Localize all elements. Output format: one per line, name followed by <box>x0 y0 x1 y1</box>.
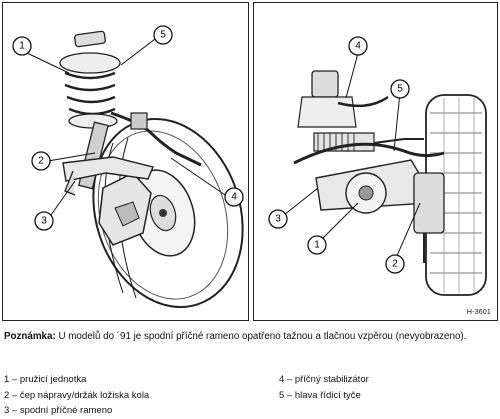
anti-roll-bar <box>110 111 202 167</box>
callout-3: 3 <box>34 211 54 231</box>
hub-carrier <box>98 172 152 246</box>
svg-text:2: 2 <box>38 156 44 167</box>
svg-text:4: 4 <box>355 41 361 52</box>
legend-item: 3 – spodní příčné rameno <box>4 405 113 416</box>
right-illustration-panel: 4 5 3 1 2 H-3601 <box>253 2 498 321</box>
svg-text:3: 3 <box>275 214 281 225</box>
hub-right <box>413 172 445 263</box>
svg-text:4: 4 <box>231 192 237 203</box>
callout-2-right: 2 <box>385 254 405 274</box>
leader-lines-left <box>26 35 229 216</box>
svg-text:5: 5 <box>160 30 166 41</box>
front-suspension-perspective-drawing: 1 5 2 3 4 <box>12 25 244 308</box>
steering-rack-boot <box>313 132 424 152</box>
callout-3-right: 3 <box>268 209 288 229</box>
callout-1: 1 <box>12 36 32 56</box>
callout-1-right: 1 <box>307 235 327 255</box>
svg-text:3: 3 <box>41 216 47 227</box>
callout-2: 2 <box>31 151 51 171</box>
lower-arm-right <box>315 159 430 214</box>
note-text: U modelů do ´91 je spodní příčné rameno … <box>58 331 467 342</box>
svg-text:5: 5 <box>397 84 403 95</box>
svg-text:2: 2 <box>392 259 398 270</box>
legend-right: 4 – příčný stabilizátor 5 – hlava řídicí… <box>279 372 369 403</box>
callout-5-right: 5 <box>390 79 410 99</box>
strut-mount <box>297 70 389 128</box>
figure-code: H-3601 <box>466 309 491 316</box>
left-illustration-panel: 1 5 2 3 4 <box>2 2 249 321</box>
front-suspension-front-view-drawing: 4 5 3 1 2 <box>268 36 487 296</box>
note-paragraph: Poznámka: U modelů do ´91 je spodní příč… <box>4 330 474 344</box>
leader-lines-right <box>283 52 421 259</box>
legend-item: 2 – čep nápravy/držák ložiska kola <box>4 389 150 401</box>
callout-4-right: 4 <box>348 36 368 56</box>
legend-item: 4 – příčný stabilizátor <box>279 374 369 385</box>
tyre-tread <box>425 94 487 296</box>
legend-left: 1 – pružicí jednotka 2 – čep nápravy/drž… <box>4 372 149 419</box>
lower-arm <box>62 156 154 196</box>
legend-item: 1 – pružicí jednotka <box>4 374 87 385</box>
legend-item: 5 – hlava řídicí tyče <box>279 389 361 401</box>
svg-text:1: 1 <box>314 240 320 251</box>
svg-text:1: 1 <box>19 41 25 52</box>
callout-4: 4 <box>224 187 244 207</box>
note-label: Poznámka: <box>4 331 56 342</box>
anti-roll-bar-right <box>293 142 445 165</box>
callout-5: 5 <box>153 25 173 45</box>
